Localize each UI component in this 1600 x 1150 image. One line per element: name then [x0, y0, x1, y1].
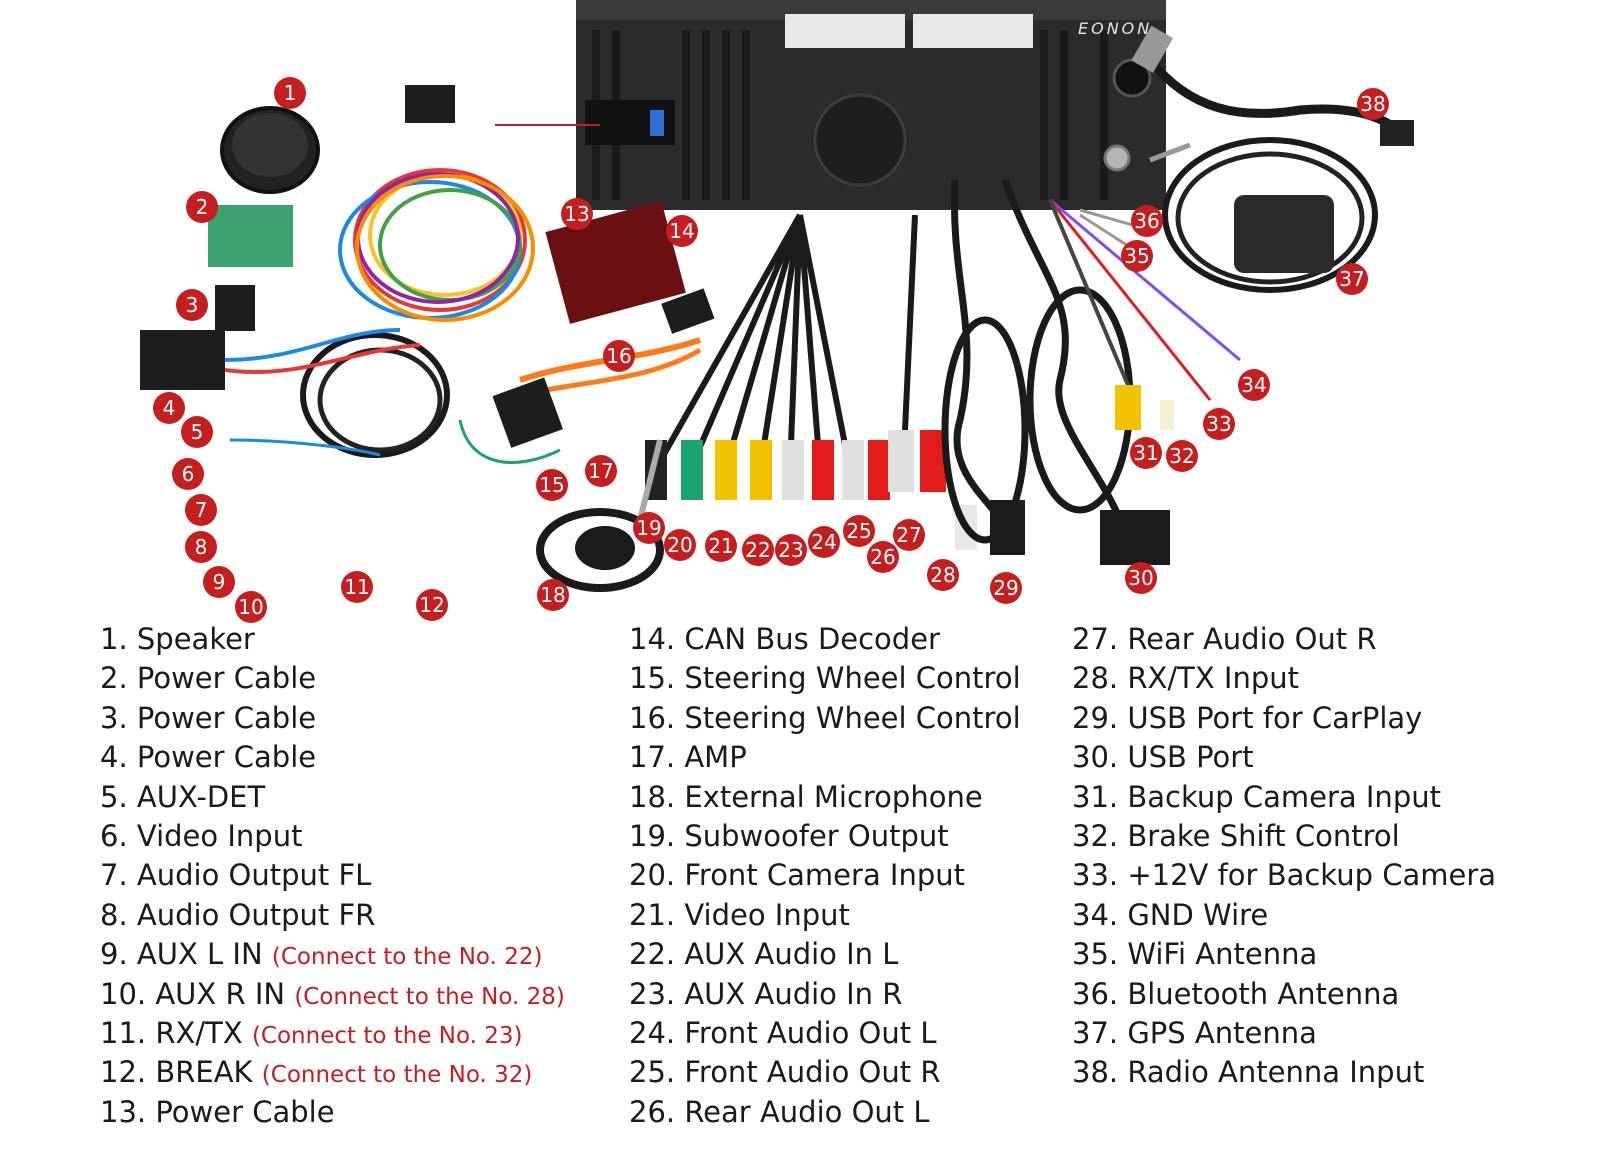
legend-item: 35. WiFi Antenna: [1072, 937, 1318, 972]
legend-item: 17. AMP: [629, 740, 747, 775]
legend-item: 2. Power Cable: [100, 661, 317, 696]
legend-item: 38. Radio Antenna Input: [1072, 1055, 1425, 1090]
badge-29: 29: [990, 572, 1022, 604]
badge-25: 25: [843, 515, 875, 547]
legend-column-3: 27. Rear Audio Out R 28. RX/TX Input 29.…: [1072, 620, 1496, 1093]
legend-item: 34. GND Wire: [1072, 897, 1269, 932]
badge-31: 31: [1130, 437, 1162, 469]
legend-item: 4. Power Cable: [100, 740, 317, 775]
badge-5: 5: [181, 416, 213, 448]
connect-note: (Connect to the No. 23): [251, 1022, 523, 1049]
legend-item: 37. GPS Antenna: [1072, 1015, 1317, 1050]
legend-item: 20. Front Camera Input: [629, 858, 966, 893]
badge-35: 35: [1121, 240, 1153, 272]
badge-34: 34: [1238, 369, 1270, 401]
badge-4: 4: [153, 392, 185, 424]
connect-note: (Connect to the No. 28): [294, 983, 565, 1010]
badge-30: 30: [1125, 562, 1157, 594]
badge-7: 7: [185, 494, 217, 526]
legend-item: 10. AUX R IN (Connect to the No. 28): [100, 976, 565, 1011]
power-harness: [140, 85, 600, 458]
badge-2: 2: [186, 191, 218, 223]
badge-23: 23: [775, 534, 807, 566]
badge-13: 13: [561, 198, 593, 230]
legend-item: 29. USB Port for CarPlay: [1072, 700, 1423, 735]
legend-item: 25. Front Audio Out R: [629, 1055, 941, 1090]
badge-1: 1: [274, 77, 306, 109]
badge-9: 9: [203, 566, 235, 598]
legend-column-2: 14. CAN Bus Decoder 15. Steering Wheel C…: [629, 620, 1021, 1132]
legend-item: 24. Front Audio Out L: [629, 1015, 937, 1050]
legend-item: 7. Audio Output FL: [100, 858, 372, 893]
legend-item: 31. Backup Camera Input: [1072, 779, 1441, 814]
badge-22: 22: [742, 534, 774, 566]
legend-item: 30. USB Port: [1072, 740, 1254, 775]
badge-38: 38: [1357, 88, 1389, 120]
badge-24: 24: [808, 526, 840, 558]
legend-item: 33. +12V for Backup Camera: [1072, 858, 1497, 893]
badge-37: 37: [1336, 263, 1368, 295]
legend-item: 9. AUX L IN (Connect to the No. 22): [100, 937, 543, 972]
badge-14: 14: [666, 215, 698, 247]
brand-logo: EONON: [1078, 19, 1152, 38]
badge-26: 26: [867, 541, 899, 573]
legend-item: 21. Video Input: [629, 897, 850, 932]
legend-item: 32. Brake Shift Control: [1072, 818, 1400, 853]
legend-item: 27. Rear Audio Out R: [1072, 622, 1377, 656]
rca-fan: [645, 213, 977, 550]
badge-16: 16: [603, 340, 635, 372]
badge-20: 20: [664, 529, 696, 561]
legend-item: 22. AUX Audio In L: [629, 937, 899, 972]
badge-27: 27: [893, 519, 925, 551]
badge-18: 18: [537, 579, 569, 611]
badge-21: 21: [705, 530, 737, 562]
badge-19: 19: [633, 512, 665, 544]
badge-32: 32: [1166, 440, 1198, 472]
badge-3: 3: [176, 289, 208, 321]
badge-15: 15: [536, 469, 568, 501]
legend-item: 5. AUX-DET: [100, 779, 266, 814]
legend-item: 15. Steering Wheel Control: [629, 661, 1021, 696]
legend-item: 26. Rear Audio Out L: [629, 1094, 930, 1129]
legend-item: 19. Subwoofer Output: [629, 818, 949, 853]
legend-item: 3. Power Cable: [100, 700, 317, 735]
badge-11: 11: [341, 571, 373, 603]
legend-item: 12. BREAK (Connect to the No. 32): [100, 1055, 533, 1090]
legend-item: 8. Audio Output FR: [100, 897, 376, 932]
badge-28: 28: [927, 559, 959, 591]
legend-item: 16. Steering Wheel Control: [629, 700, 1021, 735]
badge-36: 36: [1131, 205, 1163, 237]
head-unit-chassis: [576, 0, 1166, 210]
connect-note: (Connect to the No. 22): [271, 944, 543, 971]
legend-item: 36. Bluetooth Antenna: [1072, 976, 1400, 1011]
legend-item: 18. External Microphone: [629, 779, 983, 814]
badge-33: 33: [1203, 408, 1235, 440]
can-decoder-box: [545, 201, 686, 324]
legend-item: 6. Video Input: [100, 818, 303, 853]
wiring-harness-illustration: EONON: [140, 0, 1414, 592]
badge-10: 10: [235, 591, 267, 623]
badge-12: 12: [416, 589, 448, 621]
legend-item: 23. AUX Audio In R: [629, 976, 903, 1011]
legend-column-1: 1. Speaker 2. Power Cable 3. Power Cable…: [100, 620, 565, 1132]
badge-17: 17: [585, 455, 617, 487]
legend-item: 1. Speaker: [100, 622, 255, 656]
connect-note: (Connect to the No. 32): [261, 1062, 533, 1089]
legend-item: 14. CAN Bus Decoder: [629, 622, 940, 656]
legend-item: 28. RX/TX Input: [1072, 661, 1300, 696]
legend-item: 13. Power Cable: [100, 1094, 335, 1129]
legend-item: 11. RX/TX (Connect to the No. 23): [100, 1015, 523, 1050]
badge-8: 8: [185, 531, 217, 563]
badge-6: 6: [172, 458, 204, 490]
